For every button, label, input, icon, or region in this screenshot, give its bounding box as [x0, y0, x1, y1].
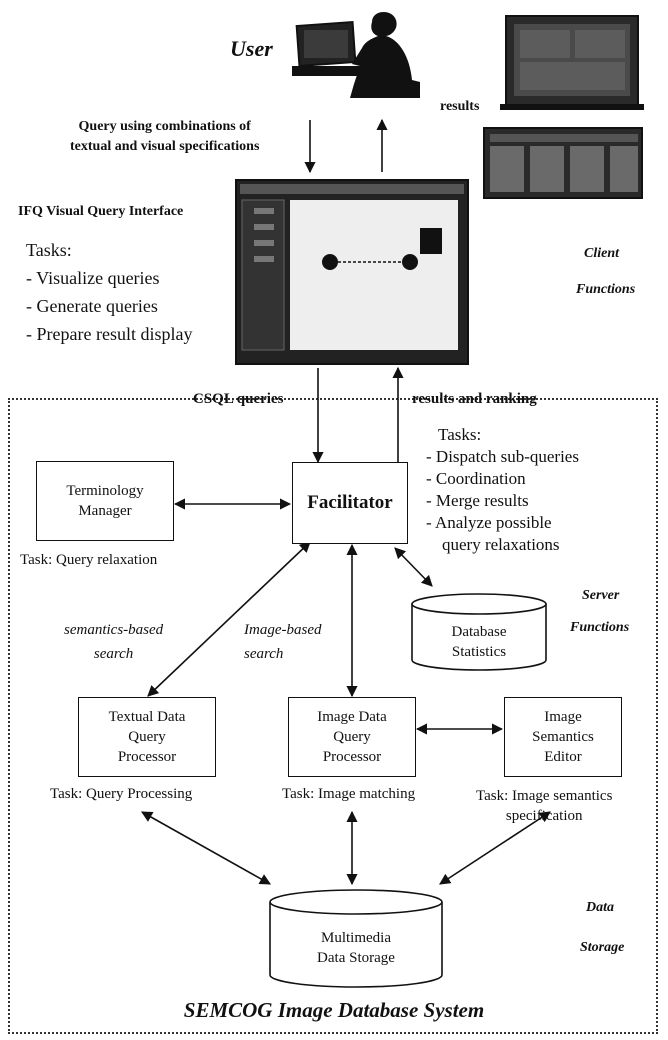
query-caption-line-1: Query using combinations of	[78, 119, 251, 134]
facilitator-task-item: - Merge results	[426, 491, 529, 510]
ifq-tasks-title: Tasks:	[26, 240, 72, 260]
ifq-task-item: - Visualize queries	[26, 268, 160, 288]
facilitator-task-item: - Coordination	[426, 469, 526, 488]
results-ranking-label: results and ranking	[412, 391, 537, 407]
ifq-screenshot-icon	[235, 179, 469, 365]
terminology-line: Terminology	[66, 483, 144, 499]
client-functions-line-1: Client	[584, 246, 620, 261]
results-screen-1-icon	[500, 15, 644, 110]
server-functions-line-1: Server	[582, 588, 620, 603]
storage-line: Data Storage	[317, 950, 395, 966]
user-figure-icon	[292, 11, 420, 98]
imagedata-task: Task: Image matching	[282, 786, 416, 802]
semeditor-task-line-1: Task: Image semantics	[476, 788, 613, 804]
terminology-task: Task: Query relaxation	[20, 552, 158, 568]
ifq-title: IFQ Visual Query Interface	[18, 204, 184, 219]
csql-label: CSQL queries	[193, 391, 284, 407]
terminology-manager-box: Terminology Manager	[36, 461, 174, 541]
storage-cylinder	[269, 889, 443, 988]
storage-line: Multimedia	[321, 930, 391, 946]
query-caption: Query using combinations of textual and …	[70, 117, 259, 157]
facilitator-label: Facilitator	[307, 492, 393, 513]
image-search-line-2: search	[244, 646, 284, 662]
semantics-search-line-1: semantics-based	[64, 622, 164, 638]
system-boundary	[8, 398, 658, 1034]
semeditor-task-line-2: specification	[505, 808, 583, 824]
textual-processor-box: Textual Data Query Processor	[78, 697, 216, 777]
facilitator-task-item: query relaxations	[442, 535, 560, 554]
query-caption-line-2: textual and visual specifications	[70, 139, 260, 154]
image-search-label: Image-based search	[244, 618, 321, 666]
data-storage-line-1: Data	[586, 900, 614, 915]
facilitator-tasks-title: Tasks:	[438, 425, 482, 444]
db-stats-line: Statistics	[451, 644, 507, 660]
facilitator-task-item: - Dispatch sub-queries	[426, 447, 579, 466]
db-stats-label: Database Statistics	[412, 622, 546, 662]
semantics-editor-box: Image Semantics Editor	[504, 697, 622, 777]
db-stats-line: Database	[451, 624, 507, 640]
semeditor-task: Task: Image semantics specification	[476, 786, 612, 826]
image-processor-box: Image Data Query Processor	[288, 697, 416, 777]
server-functions-line-2: Functions	[570, 620, 630, 635]
results-label: results	[440, 99, 480, 114]
facilitator-task-item: - Analyze possible	[426, 513, 552, 532]
semantics-search-line-2: search	[93, 646, 134, 662]
semantics-search-label: semantics-based search	[64, 618, 163, 666]
system-title: SEMCOG Image Database System	[183, 998, 485, 1022]
arrow-facilitator-dbstats	[394, 547, 433, 587]
data-storage-label: Data Storage	[580, 888, 624, 968]
terminology-line: Manager	[78, 503, 132, 519]
semeditor-line: Image	[544, 709, 582, 725]
ifq-task-item: - Generate queries	[26, 296, 158, 316]
textual-line: Textual Data	[108, 709, 186, 725]
image-search-line-1: Image-based	[244, 622, 322, 638]
facilitator-tasks: Tasks: - Dispatch sub-queries - Coordina…	[426, 424, 579, 556]
ifq-task-item: - Prepare result display	[26, 324, 193, 344]
user-label: User	[230, 36, 273, 61]
semeditor-line: Semantics	[532, 729, 594, 745]
data-storage-line-2: Storage	[580, 940, 625, 955]
server-functions-label: Server Functions	[570, 580, 629, 644]
imagedata-line: Query	[333, 729, 371, 745]
arrow-editor-storage	[439, 811, 551, 885]
ifq-tasks: Tasks: - Visualize queries - Generate qu…	[26, 236, 192, 348]
db-stats-cylinder	[411, 593, 547, 671]
textual-line: Query	[128, 729, 166, 745]
storage-label: Multimedia Data Storage	[270, 928, 442, 968]
arrow-facilitator-textual	[147, 541, 311, 697]
textual-task: Task: Query Processing	[50, 786, 193, 802]
imagedata-line: Processor	[322, 749, 382, 765]
client-functions-label: Client Functions	[576, 236, 635, 308]
client-functions-line-2: Functions	[576, 282, 636, 297]
results-screen-2-icon	[483, 127, 643, 199]
arrow-textual-storage	[141, 811, 271, 885]
facilitator-box: Facilitator	[292, 462, 408, 544]
imagedata-line: Image Data	[317, 709, 387, 725]
textual-line: Processor	[117, 749, 177, 765]
semeditor-line: Editor	[544, 749, 582, 765]
